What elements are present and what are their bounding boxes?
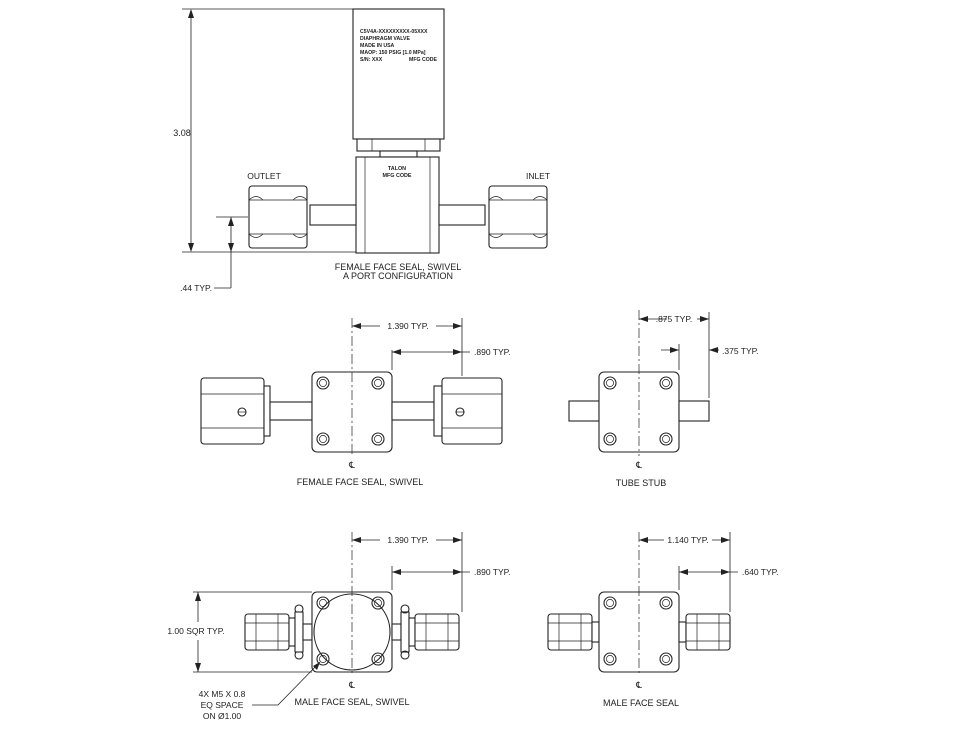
right-male-fitting (414, 613, 460, 651)
inlet-nut (488, 185, 548, 249)
nameplate-line-5: S/N: XXX (360, 57, 383, 63)
right-nut (441, 377, 503, 445)
bolt-note-line-3: ON Ø1.00 (203, 711, 242, 721)
outlet-tube (309, 204, 357, 226)
centerline-symbol: ℄ (348, 680, 355, 690)
male-seal-long-dim: 1.140 TYP. (667, 535, 708, 545)
left-nut (200, 377, 265, 445)
left-male-fitting (547, 613, 593, 651)
top-caption-line-2: A PORT CONFIGURATION (343, 271, 453, 281)
male-face-seal-swivel-view: ℄ 1.390 TYP. .890 TYP. 1.00 SQR TYP. 4X … (167, 532, 511, 721)
left-male-fitting (244, 613, 290, 651)
nameplate-mfg-code: MFG CODE (409, 57, 437, 63)
inlet-label: INLET (526, 171, 550, 181)
top-elevation-view: 3.08 .44 TYP. OUTLET INLET C5V4A-XXXXXXX… (173, 8, 550, 293)
bolt-note-line-1: 4X M5 X 0.8 (199, 689, 246, 699)
female-face-seal-swivel-view: ℄ 1.390 TYP. .890 TYP. FEMALE FACE SEAL,… (200, 318, 511, 487)
height-dimension: 3.08 (173, 128, 191, 138)
right-male-fitting (685, 613, 731, 651)
bolt-note-line-2: EQ SPACE (201, 700, 244, 710)
male-seal-short-dim: .640 TYP. (742, 567, 779, 577)
right-stub (678, 400, 710, 422)
nameplate-line-1: C5V4A-XXXXXXXXX-05XXX (360, 29, 428, 35)
port-height-dimension: .44 TYP. (180, 283, 212, 293)
male-swivel-long-dim: 1.390 TYP. (387, 535, 428, 545)
outlet-label: OUTLET (247, 171, 281, 181)
tube-stub-short-dim: .375 TYP. (722, 346, 759, 356)
tube-stub-long-dim: .875 TYP. (656, 314, 693, 324)
outlet-nut (248, 185, 308, 249)
body-label-line-1: TALON (388, 166, 406, 172)
top-caption-line-1: FEMALE FACE SEAL, SWIVEL (335, 262, 462, 272)
valve-body (355, 156, 440, 254)
actuator-nut (356, 138, 441, 152)
inlet-tube (438, 204, 486, 226)
tube-stub-caption: TUBE STUB (616, 478, 667, 488)
square-dimension: 1.00 SQR TYP. (167, 626, 224, 636)
body-label-line-2: MFG CODE (382, 173, 411, 179)
male-swivel-short-dim: .890 TYP. (474, 567, 511, 577)
male-seal-caption: MALE FACE SEAL (603, 698, 679, 708)
nameplate-line-2: DIAPHRAGM VALVE (360, 36, 410, 42)
female-swivel-caption: FEMALE FACE SEAL, SWIVEL (297, 477, 424, 487)
centerline-symbol: ℄ (348, 460, 355, 470)
male-swivel-caption: MALE FACE SEAL, SWIVEL (294, 697, 409, 707)
tube-stub-view: ℄ .875 TYP. .375 TYP. TUBE STUB (568, 310, 759, 488)
centerline-symbol: ℄ (635, 680, 642, 690)
female-swivel-short-dim: .890 TYP. (474, 347, 511, 357)
nameplate-line-4: MAOP: 150 PSIG [1.0 MPa] (360, 50, 426, 56)
female-swivel-long-dim: 1.390 TYP. (387, 321, 428, 331)
male-face-seal-view: ℄ 1.140 TYP. .640 TYP. MALE FACE SEAL (547, 532, 779, 708)
left-stub (568, 400, 600, 422)
nameplate-line-3: MADE IN USA (360, 43, 395, 49)
centerline-symbol: ℄ (635, 460, 642, 470)
actuator-body (352, 8, 445, 140)
